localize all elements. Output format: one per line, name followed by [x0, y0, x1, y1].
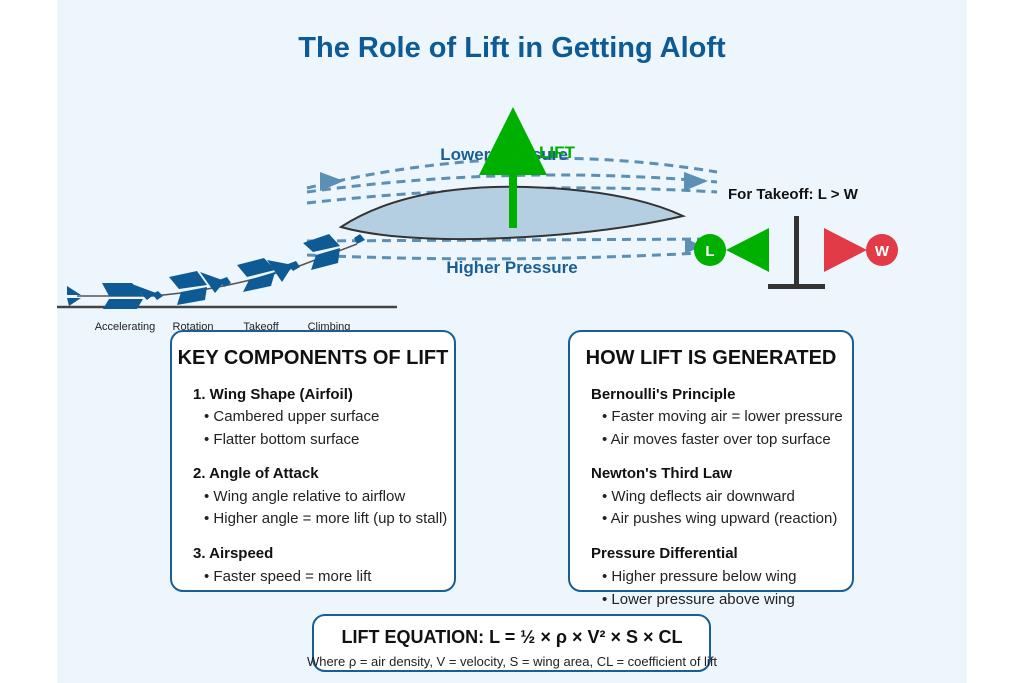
stage-label-accelerating: Accelerating: [95, 321, 156, 333]
airflow-line-bottom-1: [306, 237, 718, 243]
section-heading: Newton's Third Law: [591, 465, 732, 482]
section-bullet: • Lower pressure above wing: [602, 591, 795, 608]
section-bullet: • Wing deflects air downward: [602, 488, 795, 505]
section-bullet: • Flatter bottom surface: [204, 431, 359, 448]
section-bullet: • Air pushes wing upward (reaction): [602, 510, 837, 527]
plane-icon-rotation: [169, 271, 231, 305]
diagram-title: The Role of Lift in Getting Aloft: [298, 32, 726, 64]
section-bullet: • Higher pressure below wing: [602, 568, 797, 585]
how-lift-generated-panel: HOW LIFT IS GENERATED Bernoulli's Princi…: [568, 330, 854, 608]
key-components-title: KEY COMPONENTS OF LIFT: [178, 347, 449, 369]
section-bullet: • Higher angle = more lift (up to stall): [204, 510, 447, 527]
plane-icon-takeoff: [237, 258, 300, 292]
section-bullet: • Wing angle relative to airflow: [204, 488, 405, 505]
section-bullet: • Faster moving air = lower pressure: [602, 408, 843, 425]
diagram-canvas: The Role of Lift in Getting Aloft Lower …: [57, 0, 967, 683]
higher-pressure-label: Higher Pressure: [446, 258, 577, 277]
balance-stand-icon: [768, 216, 825, 289]
section-heading: Bernoulli's Principle: [591, 386, 735, 403]
section-bullet: • Air moves faster over top surface: [602, 431, 831, 448]
lift-force-arrow-icon: [726, 228, 769, 272]
weight-force-arrow-icon: [824, 228, 867, 272]
section-heading: 3. Airspeed: [193, 545, 273, 562]
diagram-svg: The Role of Lift in Getting Aloft Lower …: [57, 32, 898, 672]
lift-label: LIFT: [539, 143, 575, 162]
lift-symbol: L: [705, 243, 714, 260]
section-heading: 2. Angle of Attack: [193, 465, 319, 482]
plane-icon-accelerating: [67, 283, 163, 309]
equation-legend: Where ρ = air density, V = velocity, S =…: [307, 654, 717, 669]
airflow-arrow-icon: [685, 238, 702, 254]
section-heading: Pressure Differential: [591, 545, 738, 562]
plane-icon-climbing: [303, 234, 365, 270]
lift-equation: LIFT EQUATION: L = ½ × ρ × V² × S × CL: [341, 627, 682, 647]
airflow-arrow-icon: [320, 172, 344, 191]
weight-circle-icon: [866, 234, 898, 266]
lift-arrow-icon: [479, 107, 547, 228]
how-lift-generated-title: HOW LIFT IS GENERATED: [586, 347, 837, 369]
section-bullet: • Cambered upper surface: [204, 408, 379, 425]
key-components-panel: KEY COMPONENTS OF LIFT 1. Wing Shape (Ai…: [170, 330, 456, 592]
lift-equation-panel: LIFT EQUATION: L = ½ × ρ × V² × S × CL W…: [307, 614, 717, 672]
section-bullet: • Faster speed = more lift: [204, 568, 372, 585]
lift-circle-icon: [694, 234, 726, 266]
takeoff-condition-label: For Takeoff: L > W: [728, 186, 859, 203]
section-heading: 1. Wing Shape (Airfoil): [193, 386, 353, 403]
weight-symbol: W: [875, 243, 890, 260]
airflow-arrow-icon: [684, 172, 708, 191]
